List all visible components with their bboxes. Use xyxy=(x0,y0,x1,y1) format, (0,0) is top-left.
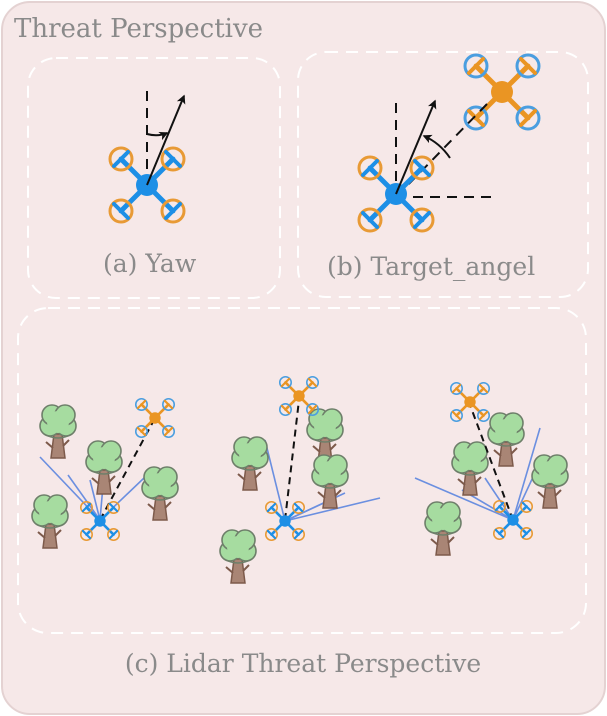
lidar-rays xyxy=(414,427,541,521)
arrow-icon xyxy=(146,94,186,186)
lidar-scene-1 xyxy=(31,397,179,549)
threat-line xyxy=(284,399,300,521)
target-angle-box xyxy=(297,51,589,298)
lidar-scene-2 xyxy=(219,375,381,584)
target-angle-figure xyxy=(359,55,539,231)
page-title: Threat Perspective xyxy=(14,14,263,44)
threat-line xyxy=(469,404,514,521)
target-angle-arc xyxy=(422,134,451,159)
caption-yaw: (a) Yaw xyxy=(103,249,197,278)
caption-lidar: (c) Lidar Threat Perspective xyxy=(125,649,481,678)
caption-target-angle: (b) Target_angel xyxy=(327,252,535,281)
yaw-figure xyxy=(110,91,184,222)
yaw-angle-arc xyxy=(146,131,169,141)
arrow-icon xyxy=(395,99,437,195)
lidar-box xyxy=(17,307,587,634)
yaw-box xyxy=(27,57,281,299)
lidar-scene-3 xyxy=(414,381,569,556)
